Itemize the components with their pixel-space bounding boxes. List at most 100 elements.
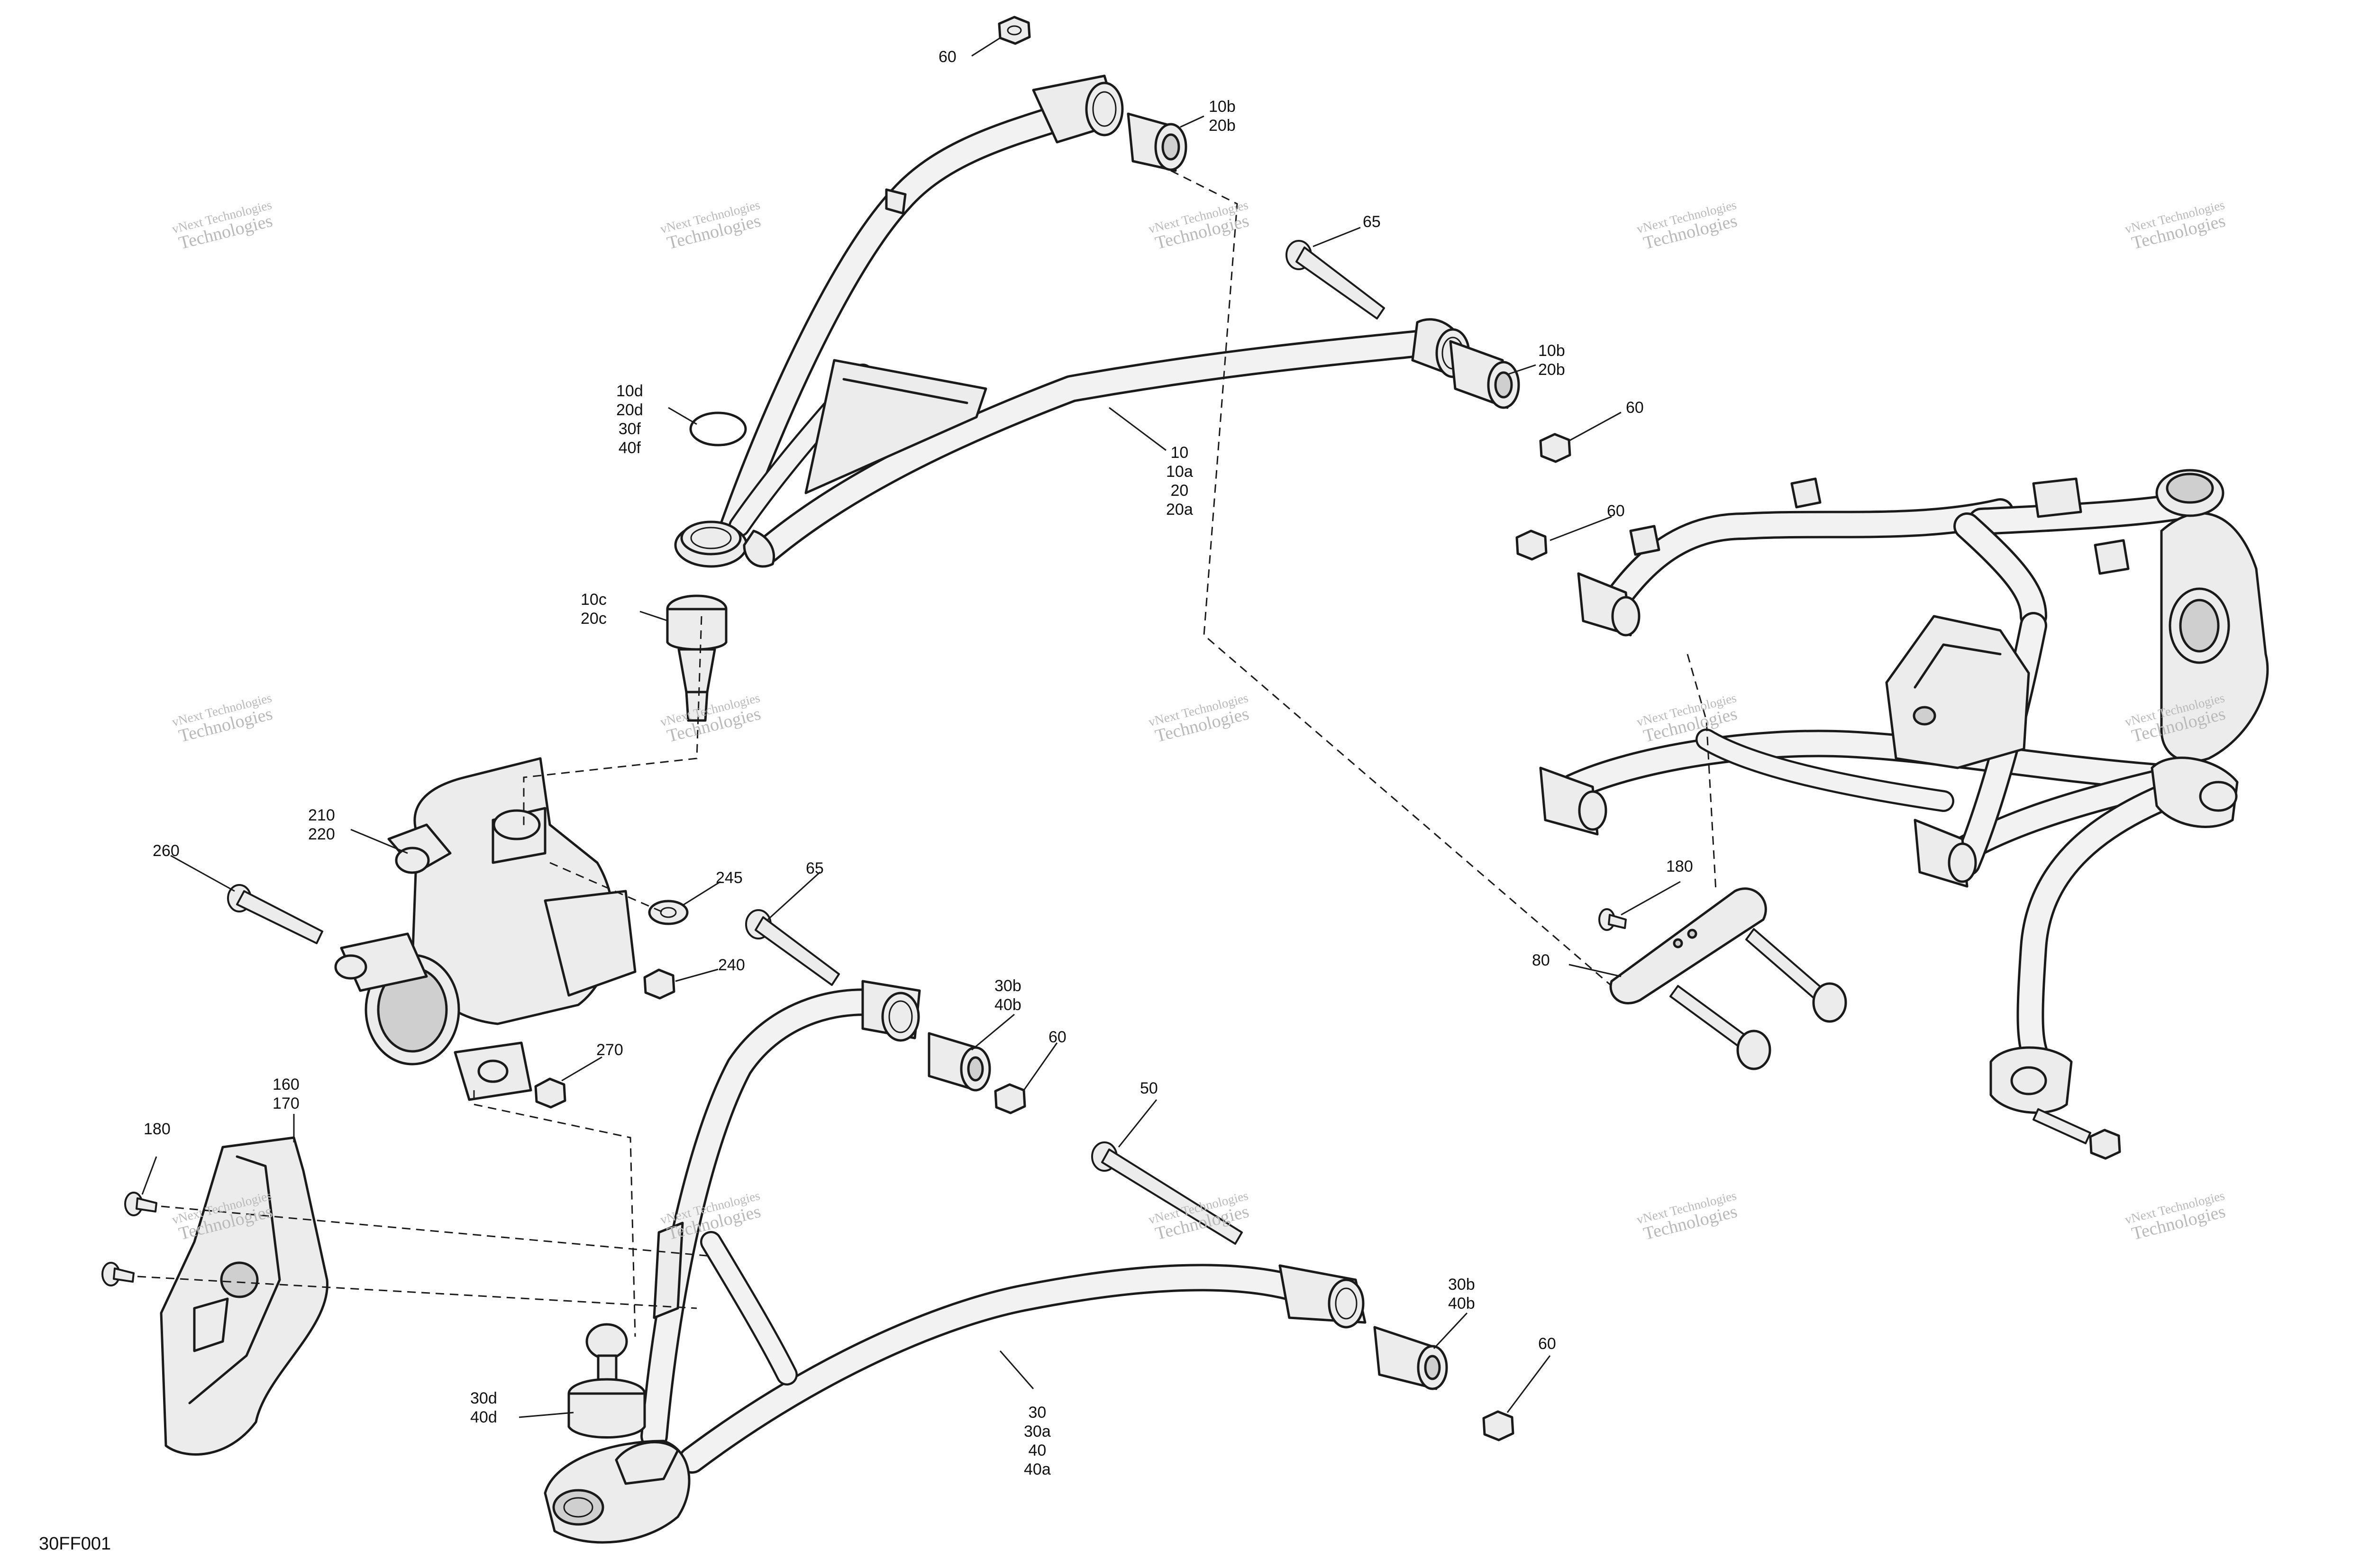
bushing-30b-top bbox=[928, 1032, 991, 1092]
callout-30: 30 30a 40 40a bbox=[1024, 1403, 1051, 1479]
lower-a-arm bbox=[544, 980, 1367, 1544]
callout-text: 10c bbox=[581, 591, 607, 609]
callout-text: 20b bbox=[1209, 117, 1236, 135]
callout-text: 270 bbox=[596, 1041, 623, 1059]
callout-text: 30 bbox=[1028, 1404, 1047, 1422]
callout-text: 30b bbox=[1448, 1276, 1475, 1294]
callout-10: 10 10a 20 20a bbox=[1166, 443, 1193, 519]
callout-text: 20 bbox=[1170, 482, 1189, 500]
washer-245 bbox=[648, 900, 689, 925]
callout-180-left: 180 bbox=[144, 1120, 171, 1139]
rivet-180-left-b bbox=[101, 1262, 135, 1286]
callout-text: 170 bbox=[273, 1094, 300, 1112]
callout-text: 20d bbox=[616, 401, 643, 419]
callout-text: 65 bbox=[1363, 213, 1381, 231]
nut-60-top bbox=[998, 16, 1031, 45]
callout-30b-top: 30b 40b bbox=[994, 976, 1021, 1014]
callout-text: 40b bbox=[1448, 1295, 1475, 1313]
callout-210: 210 220 bbox=[308, 806, 335, 844]
plate-80 bbox=[1598, 887, 1847, 1070]
callout-text: 80 bbox=[1532, 951, 1550, 969]
callout-60-bot: 60 bbox=[1538, 1334, 1556, 1353]
callout-text: 240 bbox=[718, 956, 745, 974]
callout-10c: 10c 20c bbox=[581, 590, 607, 628]
bushing-30b-bot bbox=[1373, 1326, 1448, 1390]
diagram-code: 30FF001 bbox=[39, 1534, 111, 1554]
assembled-suspension bbox=[1515, 469, 2269, 1160]
callout-text: 180 bbox=[1666, 857, 1693, 875]
callout-160: 160 170 bbox=[273, 1075, 300, 1113]
callout-text: 10b bbox=[1538, 342, 1565, 360]
arm-guard-160 bbox=[160, 1136, 328, 1456]
callout-65-mid: 65 bbox=[806, 859, 824, 878]
bolt-50 bbox=[1091, 1141, 1243, 1245]
callout-65-top: 65 bbox=[1363, 212, 1381, 231]
callout-50: 50 bbox=[1140, 1079, 1158, 1098]
callout-270: 270 bbox=[596, 1040, 623, 1059]
assembly-lines bbox=[137, 170, 1717, 1337]
callout-245: 245 bbox=[716, 868, 743, 887]
nut-60-low bbox=[994, 1083, 1026, 1114]
callout-60-low: 60 bbox=[1048, 1028, 1066, 1047]
callout-text: 65 bbox=[806, 859, 824, 877]
callout-text: 210 bbox=[308, 806, 335, 824]
callout-text: 40b bbox=[994, 996, 1021, 1014]
callout-text: 30b bbox=[994, 977, 1021, 995]
retaining-ring bbox=[689, 411, 747, 447]
nut-270 bbox=[534, 1077, 566, 1109]
callout-text: 245 bbox=[716, 869, 743, 887]
bushing-10b-top bbox=[1127, 112, 1187, 172]
bolt-65-top bbox=[1285, 240, 1385, 319]
callout-text: 40d bbox=[470, 1408, 497, 1426]
callout-text: 40f bbox=[618, 439, 641, 457]
bolt-65-mid bbox=[745, 909, 840, 986]
callout-text: 30d bbox=[470, 1389, 497, 1407]
callout-text: 20c bbox=[581, 610, 607, 628]
callout-10b-top: 10b 20b bbox=[1209, 97, 1236, 135]
upper-a-arm bbox=[674, 74, 1470, 568]
callout-text: 30a bbox=[1024, 1422, 1051, 1440]
callout-text: 60 bbox=[1538, 1335, 1556, 1353]
callout-text: 20b bbox=[1538, 361, 1565, 379]
nut-60-bot bbox=[1482, 1410, 1514, 1441]
callout-60-mid: 60 bbox=[1626, 398, 1644, 417]
callout-80: 80 bbox=[1532, 951, 1550, 970]
callout-text: 220 bbox=[308, 825, 335, 843]
callout-text: 50 bbox=[1140, 1079, 1158, 1097]
callout-60-right: 60 bbox=[1607, 501, 1625, 520]
callout-text: 30f bbox=[618, 420, 641, 438]
nut-240 bbox=[643, 968, 675, 1000]
bushing-10b-mid bbox=[1449, 340, 1520, 409]
steering-knuckle bbox=[334, 757, 637, 1101]
ball-joint-lower bbox=[567, 1323, 646, 1439]
callout-text: 10 bbox=[1170, 444, 1189, 462]
callout-10b-mid: 10b 20b bbox=[1538, 341, 1565, 379]
callout-10d: 10d 20d 30f 40f bbox=[616, 382, 643, 457]
callout-text: 160 bbox=[273, 1076, 300, 1094]
callout-260: 260 bbox=[153, 841, 180, 860]
callout-text: 60 bbox=[1607, 502, 1625, 520]
callout-text: 10b bbox=[1209, 98, 1236, 116]
nut-60-mid bbox=[1539, 433, 1571, 463]
bolt-260 bbox=[227, 884, 323, 944]
rivet-180-left-a bbox=[124, 1192, 157, 1216]
callout-180-right: 180 bbox=[1666, 857, 1693, 876]
callout-30d: 30d 40d bbox=[470, 1389, 497, 1427]
ball-joint-upper bbox=[666, 594, 728, 722]
callout-text: 10a bbox=[1166, 463, 1193, 481]
callout-text: 20a bbox=[1166, 501, 1193, 519]
callout-text: 60 bbox=[1626, 399, 1644, 417]
callout-240: 240 bbox=[718, 956, 745, 975]
callout-text: 60 bbox=[939, 48, 957, 66]
callout-text: 180 bbox=[144, 1120, 171, 1138]
callout-30b-bot: 30b 40b bbox=[1448, 1275, 1475, 1313]
leader-lines bbox=[141, 37, 1681, 1418]
callout-text: 40a bbox=[1024, 1460, 1051, 1478]
callout-text: 10d bbox=[616, 382, 643, 400]
callout-60-top: 60 bbox=[939, 47, 957, 66]
callout-text: 40 bbox=[1028, 1441, 1047, 1459]
callout-text: 60 bbox=[1048, 1028, 1066, 1046]
callout-text: 260 bbox=[153, 842, 180, 860]
